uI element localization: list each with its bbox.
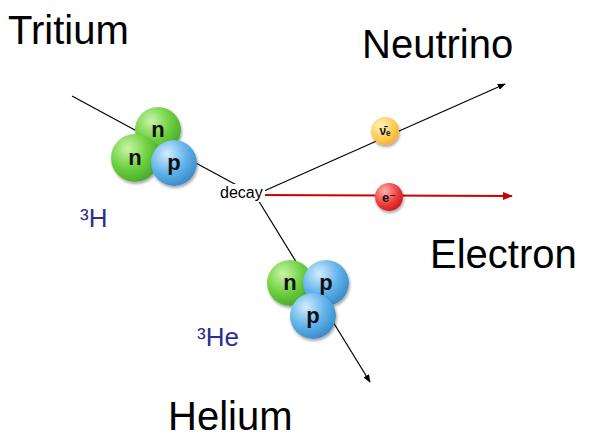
isotope-symbol: ³H [80, 205, 107, 231]
particle-name: Tritium [8, 10, 129, 50]
process-label: decay [218, 184, 265, 202]
proton-ball: p [151, 140, 197, 186]
particle-letter: ν̄ₑ [379, 125, 390, 137]
particle-name: Neutrino [362, 24, 513, 64]
particle-letter: p [319, 272, 332, 294]
particle-letter: p [167, 152, 180, 174]
incoming-track [72, 96, 255, 195]
particle-name: Helium [168, 396, 292, 436]
particle-letter: n [151, 119, 164, 141]
particle-letter: n [128, 147, 141, 169]
electron-ball: e⁻ [375, 183, 403, 211]
proton-ball: p [290, 293, 336, 339]
helium-track [255, 195, 370, 382]
particle-letter: e⁻ [382, 191, 396, 204]
neutrino-ball: ν̄ₑ [371, 117, 399, 145]
particle-name: Electron [430, 234, 577, 274]
particle-letter: p [306, 305, 319, 327]
isotope-symbol: ³He [197, 324, 239, 350]
neutrino-track [255, 84, 505, 195]
particle-letter: n [283, 272, 296, 294]
